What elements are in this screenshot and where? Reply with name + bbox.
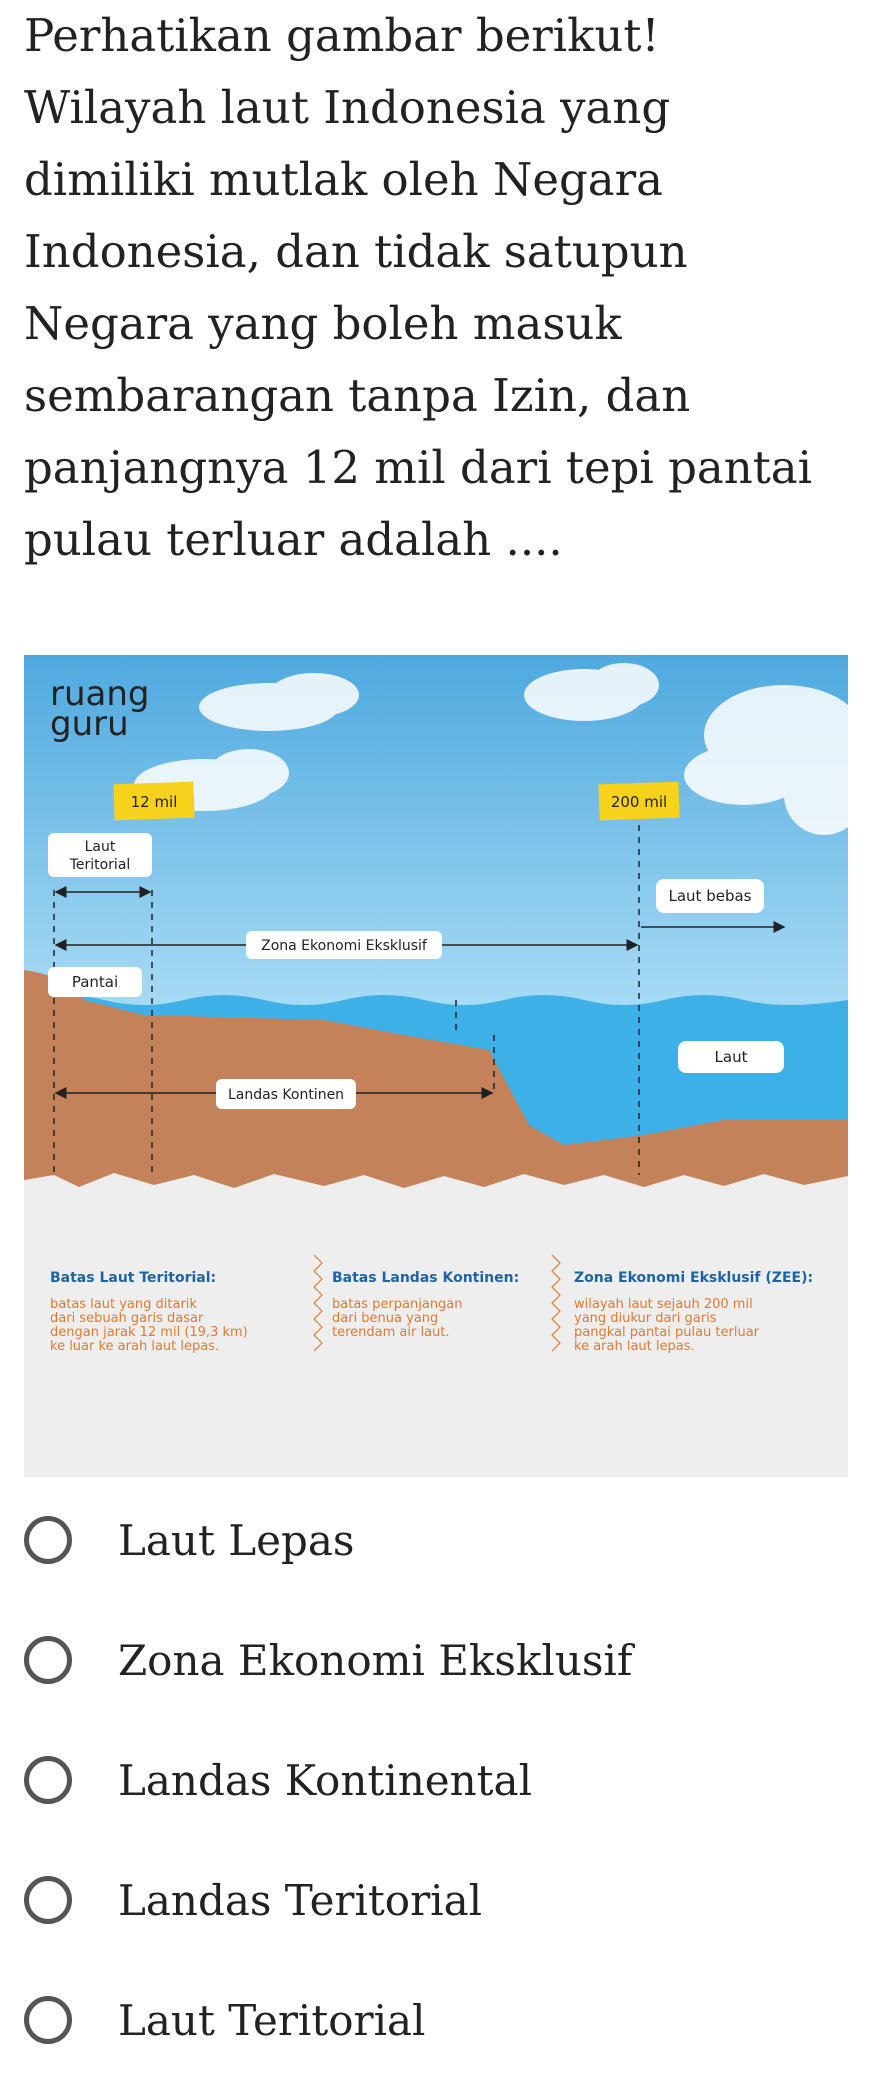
option-landas-teritorial[interactable]: Landas Teritorial — [24, 1860, 874, 1940]
pantai-box — [48, 967, 142, 997]
logo-line1: ruang — [50, 674, 150, 714]
tag-12-label: 12 mil — [131, 793, 178, 811]
divider — [551, 1254, 561, 1352]
def2-line: batas perpanjangan — [332, 1297, 463, 1312]
def2-title: Batas Landas Kontinen: — [332, 1270, 519, 1286]
illustration-svg: ruang guru 12 mil 200 mil Laut Teritoria… — [24, 655, 848, 1477]
logo-line2: guru — [50, 704, 129, 744]
option-laut-teritorial[interactable]: Laut Teritorial — [24, 1980, 874, 2060]
paper-edge — [24, 1173, 848, 1477]
def2-line: dari benua yang — [332, 1311, 438, 1326]
laut-bebas-label: Laut bebas — [669, 887, 752, 905]
land — [24, 970, 848, 1195]
option-label: Landas Teritorial — [118, 1875, 483, 1925]
def1-line: ke luar ke arah laut lepas. — [50, 1339, 219, 1354]
zee-label: Zona Ekonomi Eksklusif — [261, 938, 428, 954]
clouds — [134, 663, 848, 835]
option-label: Laut Teritorial — [118, 1995, 426, 2045]
sea-zone-illustration: ruang guru 12 mil 200 mil Laut Teritoria… — [24, 655, 848, 1477]
option-label: Laut Lepas — [118, 1515, 355, 1565]
option-landas-kontinental[interactable]: Landas Kontinental — [24, 1740, 874, 1820]
zee-box — [246, 931, 442, 959]
def3-line: wilayah laut sejauh 200 mil — [574, 1297, 753, 1312]
def3-line: yang diukur dari garis — [574, 1311, 717, 1326]
definitions: Batas Laut Teritorial: batas laut yang d… — [50, 1254, 813, 1354]
tag-200-label: 200 mil — [611, 793, 667, 811]
radio-button[interactable] — [24, 1876, 72, 1924]
divider — [313, 1254, 323, 1352]
def3-title: Zona Ekonomi Eksklusif (ZEE): — [574, 1270, 813, 1286]
landas-box — [216, 1079, 356, 1109]
option-label: Zona Ekonomi Eksklusif — [118, 1635, 633, 1685]
radio-button[interactable] — [24, 1516, 72, 1564]
question-line: panjangnya 12 mil dari tepi pantai — [24, 441, 813, 494]
radio-button[interactable] — [24, 1636, 72, 1684]
laut-bebas-box — [656, 879, 764, 913]
tag-12-mil — [113, 781, 195, 821]
option-zona-ekonomi-eksklusif[interactable]: Zona Ekonomi Eksklusif — [24, 1620, 874, 1700]
question-line: Indonesia, dan tidak satupun — [24, 225, 688, 278]
laut-label: Laut — [715, 1048, 748, 1066]
def3-line: pangkal pantai pulau terluar — [574, 1325, 760, 1340]
laut-teritorial-box — [48, 833, 152, 877]
landas-label: Landas Kontinen — [228, 1087, 344, 1103]
question-line: pulau terluar adalah .... — [24, 513, 563, 566]
question-line: Wilayah laut Indonesia yang — [24, 81, 671, 134]
def2-line: terendam air laut. — [332, 1325, 450, 1340]
def3-line: ke arah laut lepas. — [574, 1339, 695, 1354]
question-line: dimiliki mutlak oleh Negara — [24, 153, 663, 206]
def1-line: dengan jarak 12 mil (19,3 km) — [50, 1325, 248, 1340]
question-line: sembarangan tanpa Izin, dan — [24, 369, 691, 422]
def1-line: batas laut yang ditarik — [50, 1297, 197, 1312]
def1-line: dari sebuah garis dasar — [50, 1311, 204, 1326]
option-label: Landas Kontinental — [118, 1755, 533, 1805]
question-line: Negara yang boleh masuk — [24, 297, 622, 350]
pantai-label: Pantai — [72, 973, 118, 991]
laut-teritorial-line2: Teritorial — [69, 857, 131, 873]
laut-teritorial-line1: Laut — [85, 839, 116, 855]
tag-200-mil — [598, 781, 680, 821]
question-line: Perhatikan gambar berikut! — [24, 9, 660, 62]
option-laut-lepas[interactable]: Laut Lepas — [24, 1500, 874, 1580]
laut-box — [678, 1041, 784, 1073]
question-text: Perhatikan gambar berikut! Wilayah laut … — [24, 0, 874, 576]
def1-title: Batas Laut Teritorial: — [50, 1270, 216, 1286]
boundary-lines — [53, 825, 640, 1175]
radio-button[interactable] — [24, 1756, 72, 1804]
radio-button[interactable] — [24, 1996, 72, 2044]
